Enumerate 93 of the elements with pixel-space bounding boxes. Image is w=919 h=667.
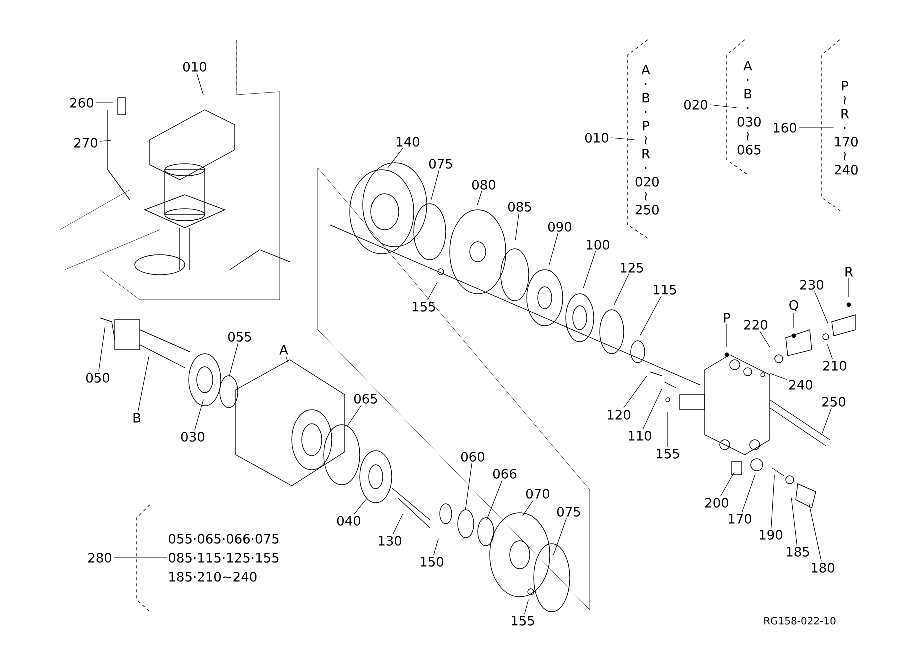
leader-line xyxy=(583,251,596,289)
leader-line xyxy=(196,73,204,96)
callout-number: 115 xyxy=(654,285,676,295)
leader-line xyxy=(771,474,775,529)
leader-line xyxy=(427,282,438,301)
callout-number: 055 xyxy=(228,332,252,342)
leader-line xyxy=(354,498,368,515)
leader-line xyxy=(623,376,648,409)
leader-line xyxy=(434,538,439,556)
callout-number: 100 xyxy=(587,240,610,250)
leader-line xyxy=(827,344,833,360)
callout-number: 065 xyxy=(354,394,378,404)
leader-line xyxy=(348,405,362,426)
callout-number: 270 xyxy=(74,138,98,148)
leader-line xyxy=(642,389,662,430)
callout-number: 155 xyxy=(512,616,534,626)
leader-line xyxy=(549,233,558,266)
leader-line xyxy=(720,472,735,497)
callout-number: 260 xyxy=(70,98,94,108)
connector-line xyxy=(610,138,636,140)
leader-line xyxy=(808,502,822,562)
leader-line xyxy=(726,324,728,348)
leader-line xyxy=(522,500,534,516)
leader-line xyxy=(96,102,114,104)
leader-line xyxy=(553,518,567,556)
leader-line xyxy=(392,514,404,535)
callout-number: P xyxy=(724,313,730,323)
leader-line xyxy=(524,600,529,615)
callout-number: 090 xyxy=(548,222,572,232)
callout-number: R xyxy=(846,267,854,277)
callout-number: 050 xyxy=(86,373,110,383)
leader-line xyxy=(821,408,832,436)
callout-number: 170 xyxy=(729,514,752,524)
callout-number: 160 xyxy=(774,123,797,133)
leader-line xyxy=(486,480,503,521)
leader-line xyxy=(770,373,788,380)
callout-number: 155 xyxy=(657,449,680,459)
parts-list: A · B · 030 ≀ 065 xyxy=(738,61,761,155)
leader-line xyxy=(640,296,662,336)
callout-number: Q xyxy=(790,300,798,312)
leader-line xyxy=(98,326,106,372)
callout-number: 075 xyxy=(557,507,580,517)
leader-line xyxy=(515,213,520,240)
callout-number: 150 xyxy=(421,557,444,567)
leader-line xyxy=(814,291,828,324)
leader-line xyxy=(138,356,150,412)
callout-number: 155 xyxy=(413,302,436,312)
callout-number: 030 xyxy=(181,432,205,442)
callout-number: 250 xyxy=(822,397,846,407)
leader-line xyxy=(742,474,756,513)
leader-line xyxy=(100,140,112,142)
callout-number: B xyxy=(134,413,141,423)
callout-number: 060 xyxy=(461,452,485,462)
callout-number: 240 xyxy=(790,380,813,390)
leader-line xyxy=(791,498,798,546)
callout-number: 125 xyxy=(621,263,644,273)
callout-number: 075 xyxy=(429,159,452,169)
callout-number: 200 xyxy=(706,498,729,508)
callout-number: 010 xyxy=(183,62,207,72)
leader-line xyxy=(431,170,440,200)
callout-number: 185 xyxy=(787,547,810,557)
callout-number: 080 xyxy=(472,180,496,190)
callout-number: 140 xyxy=(397,137,420,147)
leader-line xyxy=(388,148,404,168)
callout-number: 066 xyxy=(493,469,517,479)
callout-number: 070 xyxy=(526,489,550,499)
callout-number: 085 xyxy=(508,202,532,212)
callout-number: 040 xyxy=(337,516,361,526)
leader-line xyxy=(194,400,204,431)
leader-line xyxy=(465,463,472,510)
callout-number: A xyxy=(280,345,288,355)
callout-number: 010 xyxy=(585,133,609,143)
leader-line xyxy=(848,278,850,298)
leader-line xyxy=(229,343,239,378)
leader-line xyxy=(286,356,289,364)
callout-number: 230 xyxy=(800,280,824,290)
callout-number: 180 xyxy=(812,563,835,573)
callout-number: 020 xyxy=(684,100,708,110)
parts-list: A · B · P ≀ R · 020 ≀ 250 xyxy=(636,65,659,215)
callout-number: 120 xyxy=(608,410,631,420)
parts-list: 055·065·066·075 085·115·125·155 185·210∼240 xyxy=(169,534,279,582)
callout-number: 280 xyxy=(88,553,112,563)
callout-number: 110 xyxy=(629,431,652,441)
leader-line xyxy=(477,191,482,206)
connector-line xyxy=(710,104,738,108)
drawing-number: RG158-022-10 xyxy=(764,617,836,625)
leader-line xyxy=(760,331,771,348)
leader-line xyxy=(614,274,630,306)
callout-number: 210 xyxy=(824,361,847,371)
callout-number: 190 xyxy=(760,530,783,540)
callout-number: 220 xyxy=(744,320,768,330)
callout-number: 130 xyxy=(379,536,402,546)
parts-list: P ≀ R · 170 ≀ 240 xyxy=(834,81,858,175)
